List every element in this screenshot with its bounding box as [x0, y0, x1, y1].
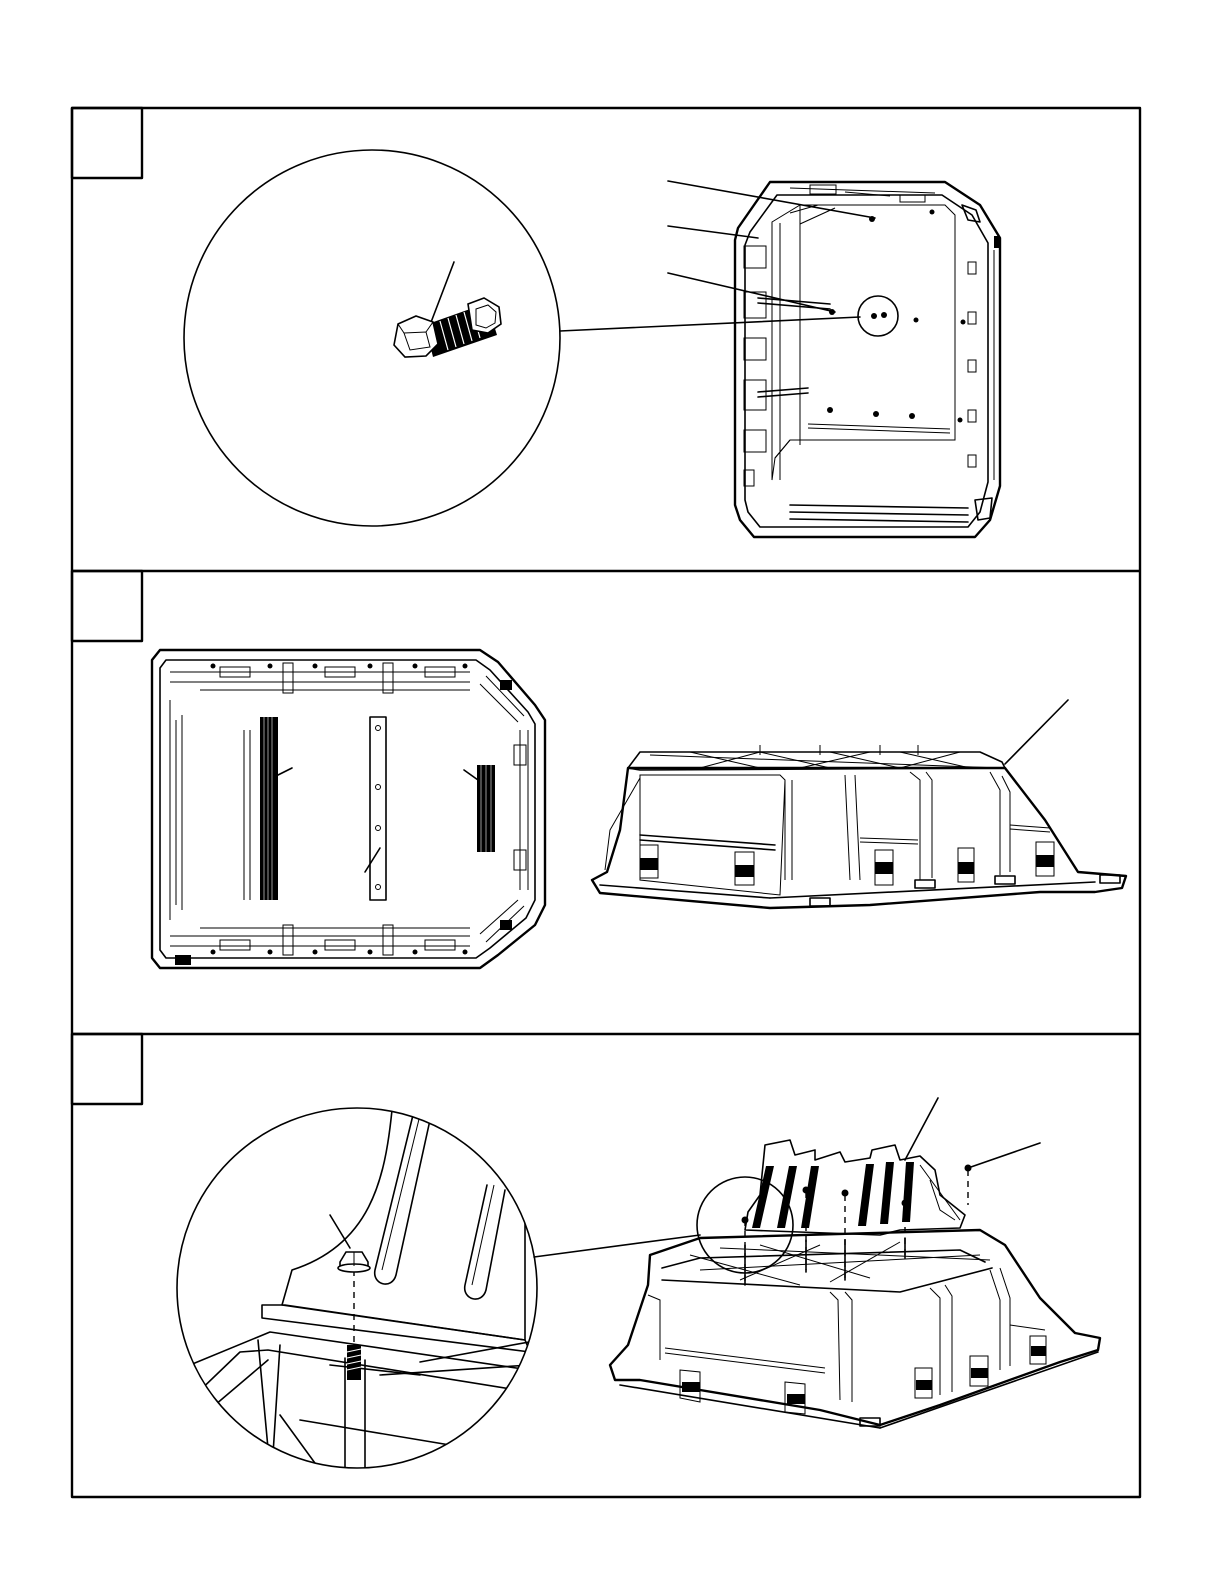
- step-2-base-underside: [152, 650, 545, 968]
- step-3-floor-panel-install: [610, 1098, 1100, 1428]
- hex-bolt-icon: [394, 298, 501, 357]
- step-1-base-panel: [735, 182, 1000, 537]
- step-2-base-inverted: [592, 700, 1126, 908]
- flange-nut-icon: [338, 1252, 370, 1272]
- step-1-number-box: [72, 108, 142, 178]
- step-3-number-box: [72, 1034, 142, 1104]
- step-3-nut-detail: [177, 1100, 700, 1470]
- step-2-number-box: [72, 571, 142, 641]
- page-frame: [72, 108, 1140, 1497]
